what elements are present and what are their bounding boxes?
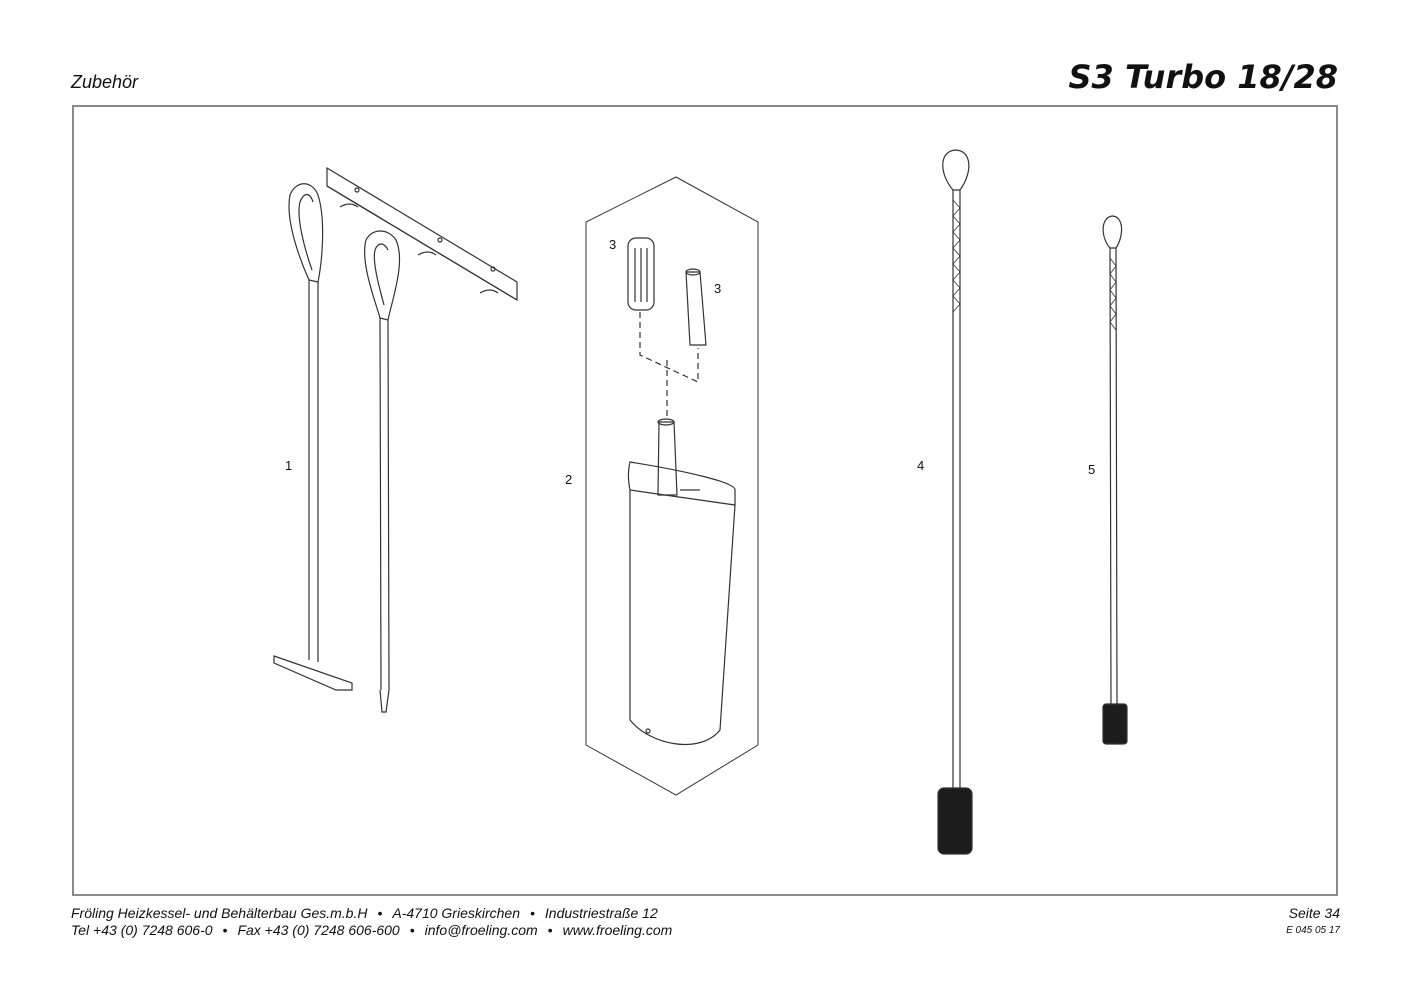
callout-3b: 3	[714, 281, 722, 296]
tool-holder-bracket	[326, 166, 518, 302]
footer-contact: Fröling Heizkessel- und Behälterbau Ges.…	[71, 905, 672, 939]
street: Industriestraße 12	[544, 905, 658, 921]
page-number: Seite 34	[1288, 905, 1340, 921]
callout-2: 2	[565, 472, 573, 487]
fax: Fax +43 (0) 7248 606-600	[237, 922, 400, 938]
small-cleaning-brush	[1102, 215, 1128, 745]
website-link[interactable]: www.froeling.com	[562, 922, 673, 938]
document-number: E 045 05 17	[1286, 925, 1340, 936]
poker-tool	[364, 230, 401, 713]
drawing-frame	[72, 105, 1338, 896]
footer-page-info: Seite 34 E 045 05 17	[1286, 905, 1340, 938]
callout-3a: 3	[609, 237, 617, 252]
product-title: S3 Turbo 18/28	[1068, 58, 1339, 96]
email-link[interactable]: info@froeling.com	[424, 922, 538, 938]
company-name: Fröling Heizkessel- und Behälterbau Ges.…	[71, 905, 368, 921]
ash-tool-assembly	[585, 176, 759, 796]
section-title: Zubehör	[71, 72, 139, 92]
city: A-4710 Grieskirchen	[392, 905, 520, 921]
callout-1: 1	[285, 458, 293, 473]
large-cleaning-brush	[937, 149, 973, 855]
scraper-tool	[273, 183, 353, 691]
callout-4: 4	[917, 458, 925, 473]
footer-line-2: Tel +43 (0) 7248 606-0•Fax +43 (0) 7248 …	[71, 922, 673, 938]
telephone: Tel +43 (0) 7248 606-0	[71, 922, 213, 938]
callout-5: 5	[1088, 462, 1096, 477]
footer-line-1: Fröling Heizkessel- und Behälterbau Ges.…	[71, 905, 658, 921]
